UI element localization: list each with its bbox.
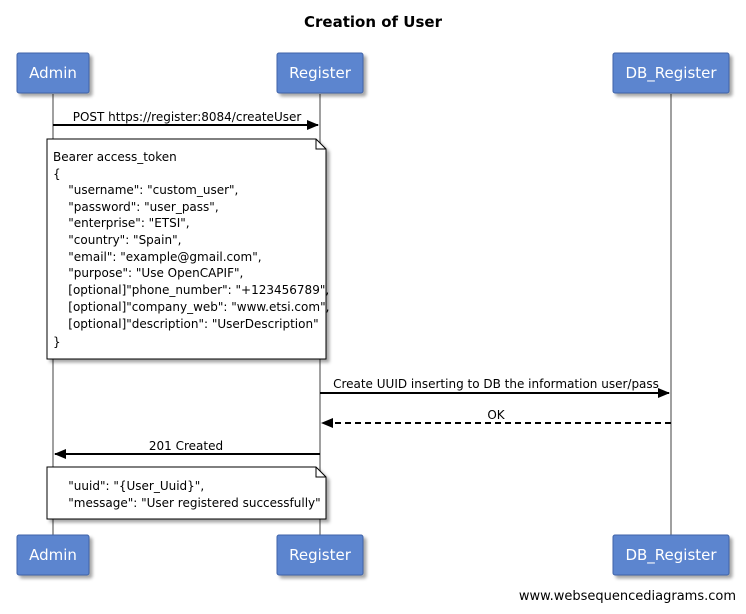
message-create-uuid: Create UUID inserting to DB the informat…: [320, 377, 670, 398]
participant-register-top[interactable]: Register: [276, 52, 364, 94]
note-request-line: "email": "example@gmail.com",: [53, 250, 262, 264]
participant-admin-bottom[interactable]: Admin: [16, 534, 90, 576]
note-request-line: "country": "Spain",: [53, 233, 181, 247]
note-response-body: "uuid": "{User_Uuid}", "message": "User …: [46, 466, 327, 520]
participant-admin-label: Admin: [29, 546, 77, 564]
message-label-create-uuid: Create UUID inserting to DB the informat…: [333, 377, 659, 391]
message-post-create-user: POST https://register:8084/createUser: [53, 110, 319, 130]
message-label-ok: OK: [487, 408, 505, 422]
participant-admin-top[interactable]: Admin: [16, 52, 90, 94]
note-request-body: Bearer access_token { "username": "custo…: [46, 138, 329, 360]
message-created-201: 201 Created: [54, 439, 320, 459]
note-request-line: "username": "custom_user",: [53, 183, 238, 197]
participant-db-register-bottom[interactable]: DB_Register: [612, 534, 730, 576]
participant-register-bottom[interactable]: Register: [276, 534, 364, 576]
message-label-created-201: 201 Created: [149, 439, 223, 453]
note-request-line: "password": "user_pass",: [53, 200, 219, 214]
participant-register-label: Register: [289, 64, 352, 82]
note-request-line: Bearer access_token: [53, 150, 177, 164]
note-request-fold: [315, 139, 326, 150]
note-request-line: [optional]"phone_number": "+123456789",: [53, 283, 329, 297]
note-request-box: [46, 138, 327, 360]
participant-db-register-top[interactable]: DB_Register: [612, 52, 730, 94]
note-request-line: [optional]"description": "UserDescriptio…: [53, 317, 319, 331]
note-request-line: "enterprise": "ETSI",: [53, 216, 190, 230]
diagram-title: Creation of User: [304, 13, 443, 31]
message-label-post-create-user: POST https://register:8084/createUser: [73, 110, 302, 124]
note-request-line: {: [53, 167, 61, 181]
note-response-line: "message": "User registered successfully…: [53, 496, 321, 510]
message-ok: OK: [321, 408, 671, 428]
note-response-box: [46, 466, 327, 520]
note-request-line: "purpose": "Use OpenCAPIF",: [53, 266, 243, 280]
watermark[interactable]: www.websequencediagrams.com: [519, 589, 736, 604]
note-response-line: "uuid": "{User_Uuid}",: [53, 479, 204, 493]
participant-db-register-label: DB_Register: [625, 64, 717, 83]
participant-register-label: Register: [289, 546, 352, 564]
note-response-fold: [315, 467, 326, 478]
note-request-line: [optional]"company_web": "www.etsi.com",: [53, 300, 329, 314]
participant-db-register-label: DB_Register: [625, 546, 717, 565]
participant-admin-label: Admin: [29, 64, 77, 82]
note-request-line: }: [53, 335, 61, 349]
